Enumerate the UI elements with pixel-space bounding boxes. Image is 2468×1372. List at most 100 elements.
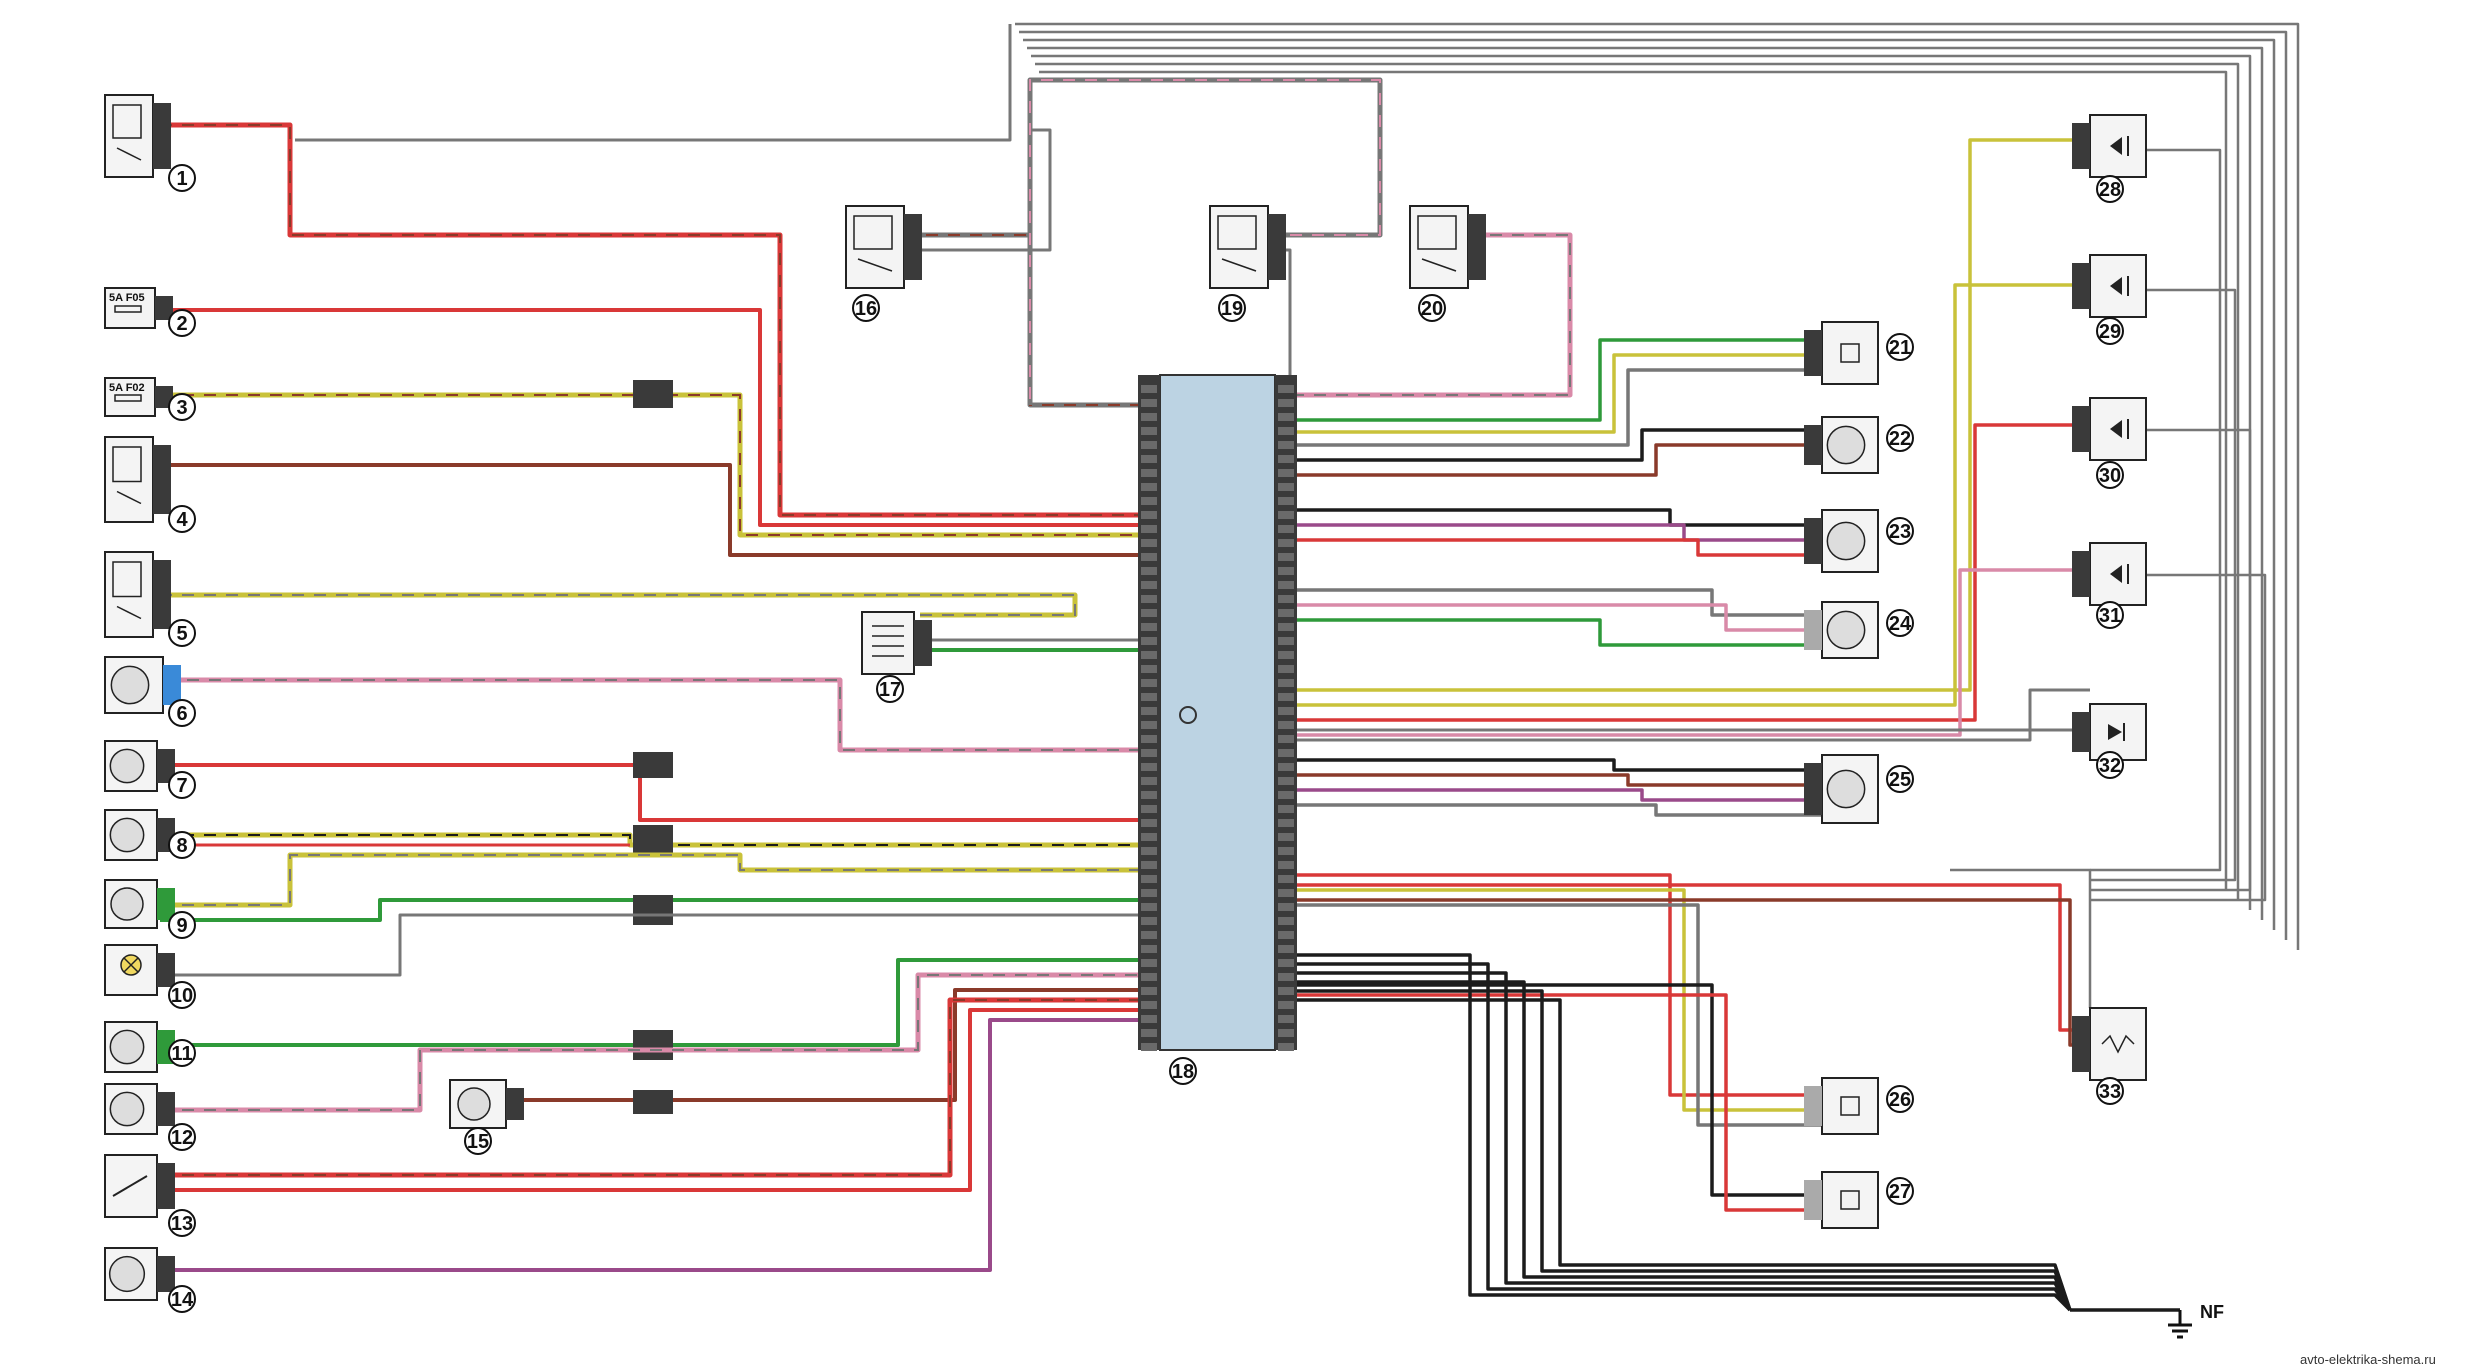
bus-wire <box>1039 70 2228 890</box>
coil-connector <box>914 620 932 666</box>
bus-wire <box>1015 22 2300 950</box>
sensor-icon <box>457 1087 491 1121</box>
ecu-label: 18 <box>1172 1061 1194 1083</box>
wire <box>1297 588 1822 617</box>
wire-stripe <box>160 394 1138 536</box>
pressure-switch-body <box>1821 321 1879 385</box>
footer-credit: avto-elektrika-shema.ru <box>2300 1352 2436 1367</box>
ecu-pin <box>1141 623 1157 631</box>
ecu-pin <box>1278 749 1294 757</box>
wire-stripe <box>160 124 1138 516</box>
ecu-pin <box>1278 567 1294 575</box>
wire <box>1297 353 1822 434</box>
pressure-icon <box>1840 1190 1860 1210</box>
ecu-pin <box>1278 1015 1294 1023</box>
component-label-27: 27 <box>1889 1181 1911 1203</box>
wire <box>160 898 1138 922</box>
component-sensor-25 <box>1804 754 1879 824</box>
wire <box>1297 138 2090 692</box>
ecu-pin <box>1141 763 1157 771</box>
component-label-26: 26 <box>1889 1089 1911 1111</box>
relay-contact-icon <box>1221 258 1257 272</box>
component-label-8: 8 <box>176 835 187 857</box>
relay-contact-icon <box>1421 258 1457 272</box>
ecu-label-ring <box>1169 1057 1197 1085</box>
ecu-pin <box>1141 1029 1157 1037</box>
bus-wire <box>1019 30 2288 940</box>
component-injector-31 <box>2072 542 2147 606</box>
component-sensor-9 <box>104 879 175 929</box>
pressure-switch-connector <box>1804 1180 1822 1220</box>
ecu-pin <box>1278 819 1294 827</box>
ecu-pin <box>1141 749 1157 757</box>
ecu-body <box>1159 374 1276 1051</box>
ground-symbol: NF <box>2168 1302 2224 1339</box>
sensor-icon <box>1826 521 1866 561</box>
wire <box>1297 993 1822 1212</box>
label-ring-3 <box>168 393 196 421</box>
ecu-pin <box>1278 847 1294 855</box>
component-label-3: 3 <box>176 397 187 419</box>
component-label-1: 1 <box>176 168 187 190</box>
component-pressure-switch-27 <box>1804 1171 1879 1229</box>
injector-icon <box>2110 137 2122 155</box>
wire <box>904 232 1138 408</box>
label-ring-31 <box>2096 601 2124 629</box>
ecu-pin <box>1141 735 1157 743</box>
component-fuse-3: 5A F02 <box>104 377 173 417</box>
ecu-pin <box>1141 651 1157 659</box>
sensor-connector <box>1804 425 1822 465</box>
ground-wire <box>1297 953 2072 1312</box>
sensor-icon <box>109 817 145 853</box>
heater-connector <box>2072 1016 2090 1072</box>
wire <box>160 1018 1138 1272</box>
wire <box>1297 788 1822 802</box>
ecu-pin <box>1278 1001 1294 1009</box>
heater-body <box>2089 1007 2147 1081</box>
ecu-pin <box>1278 581 1294 589</box>
label-ring-8 <box>168 831 196 859</box>
pressure-switch-connector <box>1804 1086 1822 1126</box>
ecu-pin <box>1278 707 1294 715</box>
wire <box>2090 573 2267 902</box>
fuse-icon <box>114 305 142 313</box>
fuse-rating: 5A F02 <box>109 382 145 394</box>
component-label-19: 19 <box>1221 298 1243 320</box>
ecu-pin <box>1278 609 1294 617</box>
component-sensor-12 <box>104 1083 175 1135</box>
label-ring-16 <box>852 294 880 322</box>
wire <box>1950 868 2092 1008</box>
sensor-connector <box>1804 518 1822 564</box>
pressure-switch-body <box>1821 1077 1879 1135</box>
relay-coil-icon <box>112 561 142 598</box>
injector-connector <box>2072 406 2090 452</box>
relay-coil-icon <box>1417 215 1457 250</box>
component-label-11: 11 <box>171 1043 192 1065</box>
ecu-pin <box>1141 959 1157 967</box>
wire <box>160 763 1138 822</box>
wire <box>160 913 1138 977</box>
ecu-pin <box>1278 1029 1294 1037</box>
label-ring-19 <box>1218 294 1246 322</box>
ecu-pin <box>1278 413 1294 421</box>
relay-coil-icon <box>1217 215 1257 250</box>
injector-icon <box>2110 420 2122 438</box>
ecu-pin <box>1141 791 1157 799</box>
component-switch-13 <box>104 1154 175 1218</box>
bus-wire <box>1023 38 2276 930</box>
sensor-connector <box>163 665 181 705</box>
ecu-pin <box>1141 665 1157 673</box>
relay-contact-icon <box>857 258 893 272</box>
ecu-pin <box>1278 399 1294 407</box>
ecu-pin <box>1278 441 1294 449</box>
ecu-pin <box>1141 693 1157 701</box>
component-label-30: 30 <box>2099 465 2121 487</box>
heater-icon <box>2101 1034 2135 1054</box>
ecu-pin <box>1278 833 1294 841</box>
label-ring-25 <box>1886 765 1914 793</box>
ecu-pin <box>1141 861 1157 869</box>
sensor-icon <box>109 1029 145 1065</box>
ecu-pin <box>1141 511 1157 519</box>
component-relay-20 <box>1409 205 1486 289</box>
